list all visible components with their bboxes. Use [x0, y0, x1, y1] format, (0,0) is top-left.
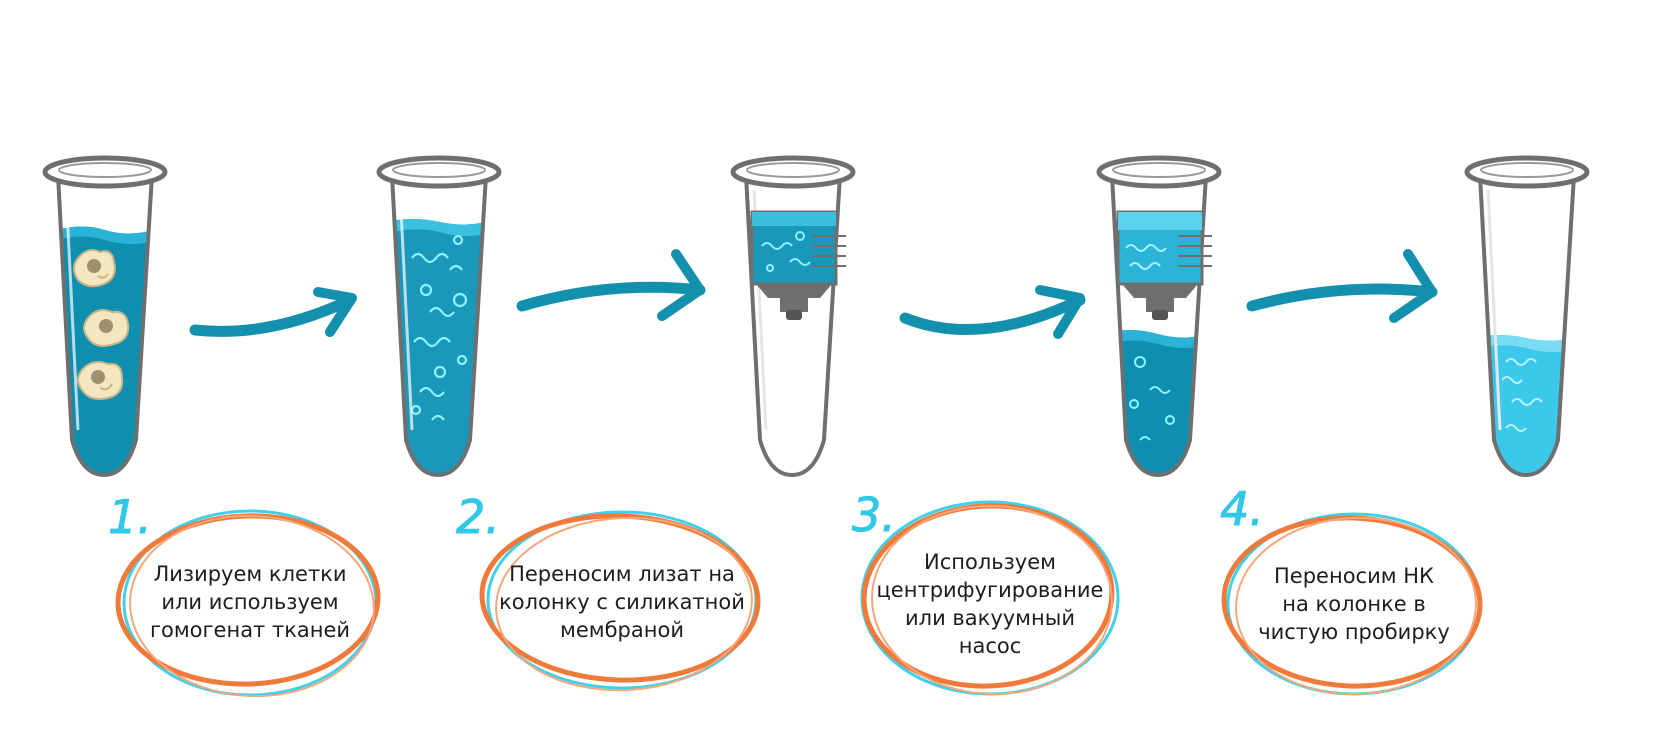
tube-4-body	[1109, 173, 1209, 478]
tube-2-body	[389, 173, 489, 478]
arrow-2-head	[657, 249, 705, 321]
cell-icon	[77, 361, 124, 400]
step-1-caption: Лизируем клетки или используем гомогенат…	[149, 562, 351, 642]
tube-3	[730, 155, 856, 478]
arrow-3-head	[1035, 285, 1085, 339]
oval-1	[115, 509, 381, 698]
arrow-1	[189, 294, 356, 337]
tube-5-liquid	[1480, 335, 1574, 475]
spin-column	[1116, 210, 1212, 320]
step-4-caption: Переносим НК на колонке в чистую пробирк…	[1258, 564, 1450, 644]
arrow-1-head	[313, 287, 357, 337]
cell-icon	[73, 249, 116, 288]
step-2-number: 2.	[456, 490, 501, 544]
step-1-number: 1.	[108, 490, 153, 544]
dna-fragments	[410, 234, 468, 421]
arrow-4	[1246, 283, 1438, 312]
tube-2	[376, 155, 502, 478]
arrow-3	[899, 294, 1086, 335]
cell-icon	[83, 309, 130, 347]
arrow-2	[516, 281, 706, 312]
tube-4	[1096, 155, 1222, 478]
arrow-4-head	[1389, 249, 1437, 323]
tube-1	[42, 155, 168, 478]
step-2-caption: Переносим лизат на колонку с силикатной …	[499, 562, 745, 642]
oval-2	[479, 510, 761, 692]
spin-column	[750, 210, 846, 320]
oval-4	[1221, 512, 1483, 696]
tube-5	[1464, 155, 1590, 478]
step-3-number: 3.	[852, 488, 897, 542]
tube-1-body	[55, 173, 155, 478]
tube-5-body	[1477, 173, 1577, 478]
oval-3	[860, 500, 1120, 696]
step-4-number: 4.	[1220, 482, 1265, 536]
step-3-caption: Используем центрифугирование или вакуумн…	[876, 550, 1104, 658]
tube-4-flowthrough	[1112, 330, 1206, 475]
